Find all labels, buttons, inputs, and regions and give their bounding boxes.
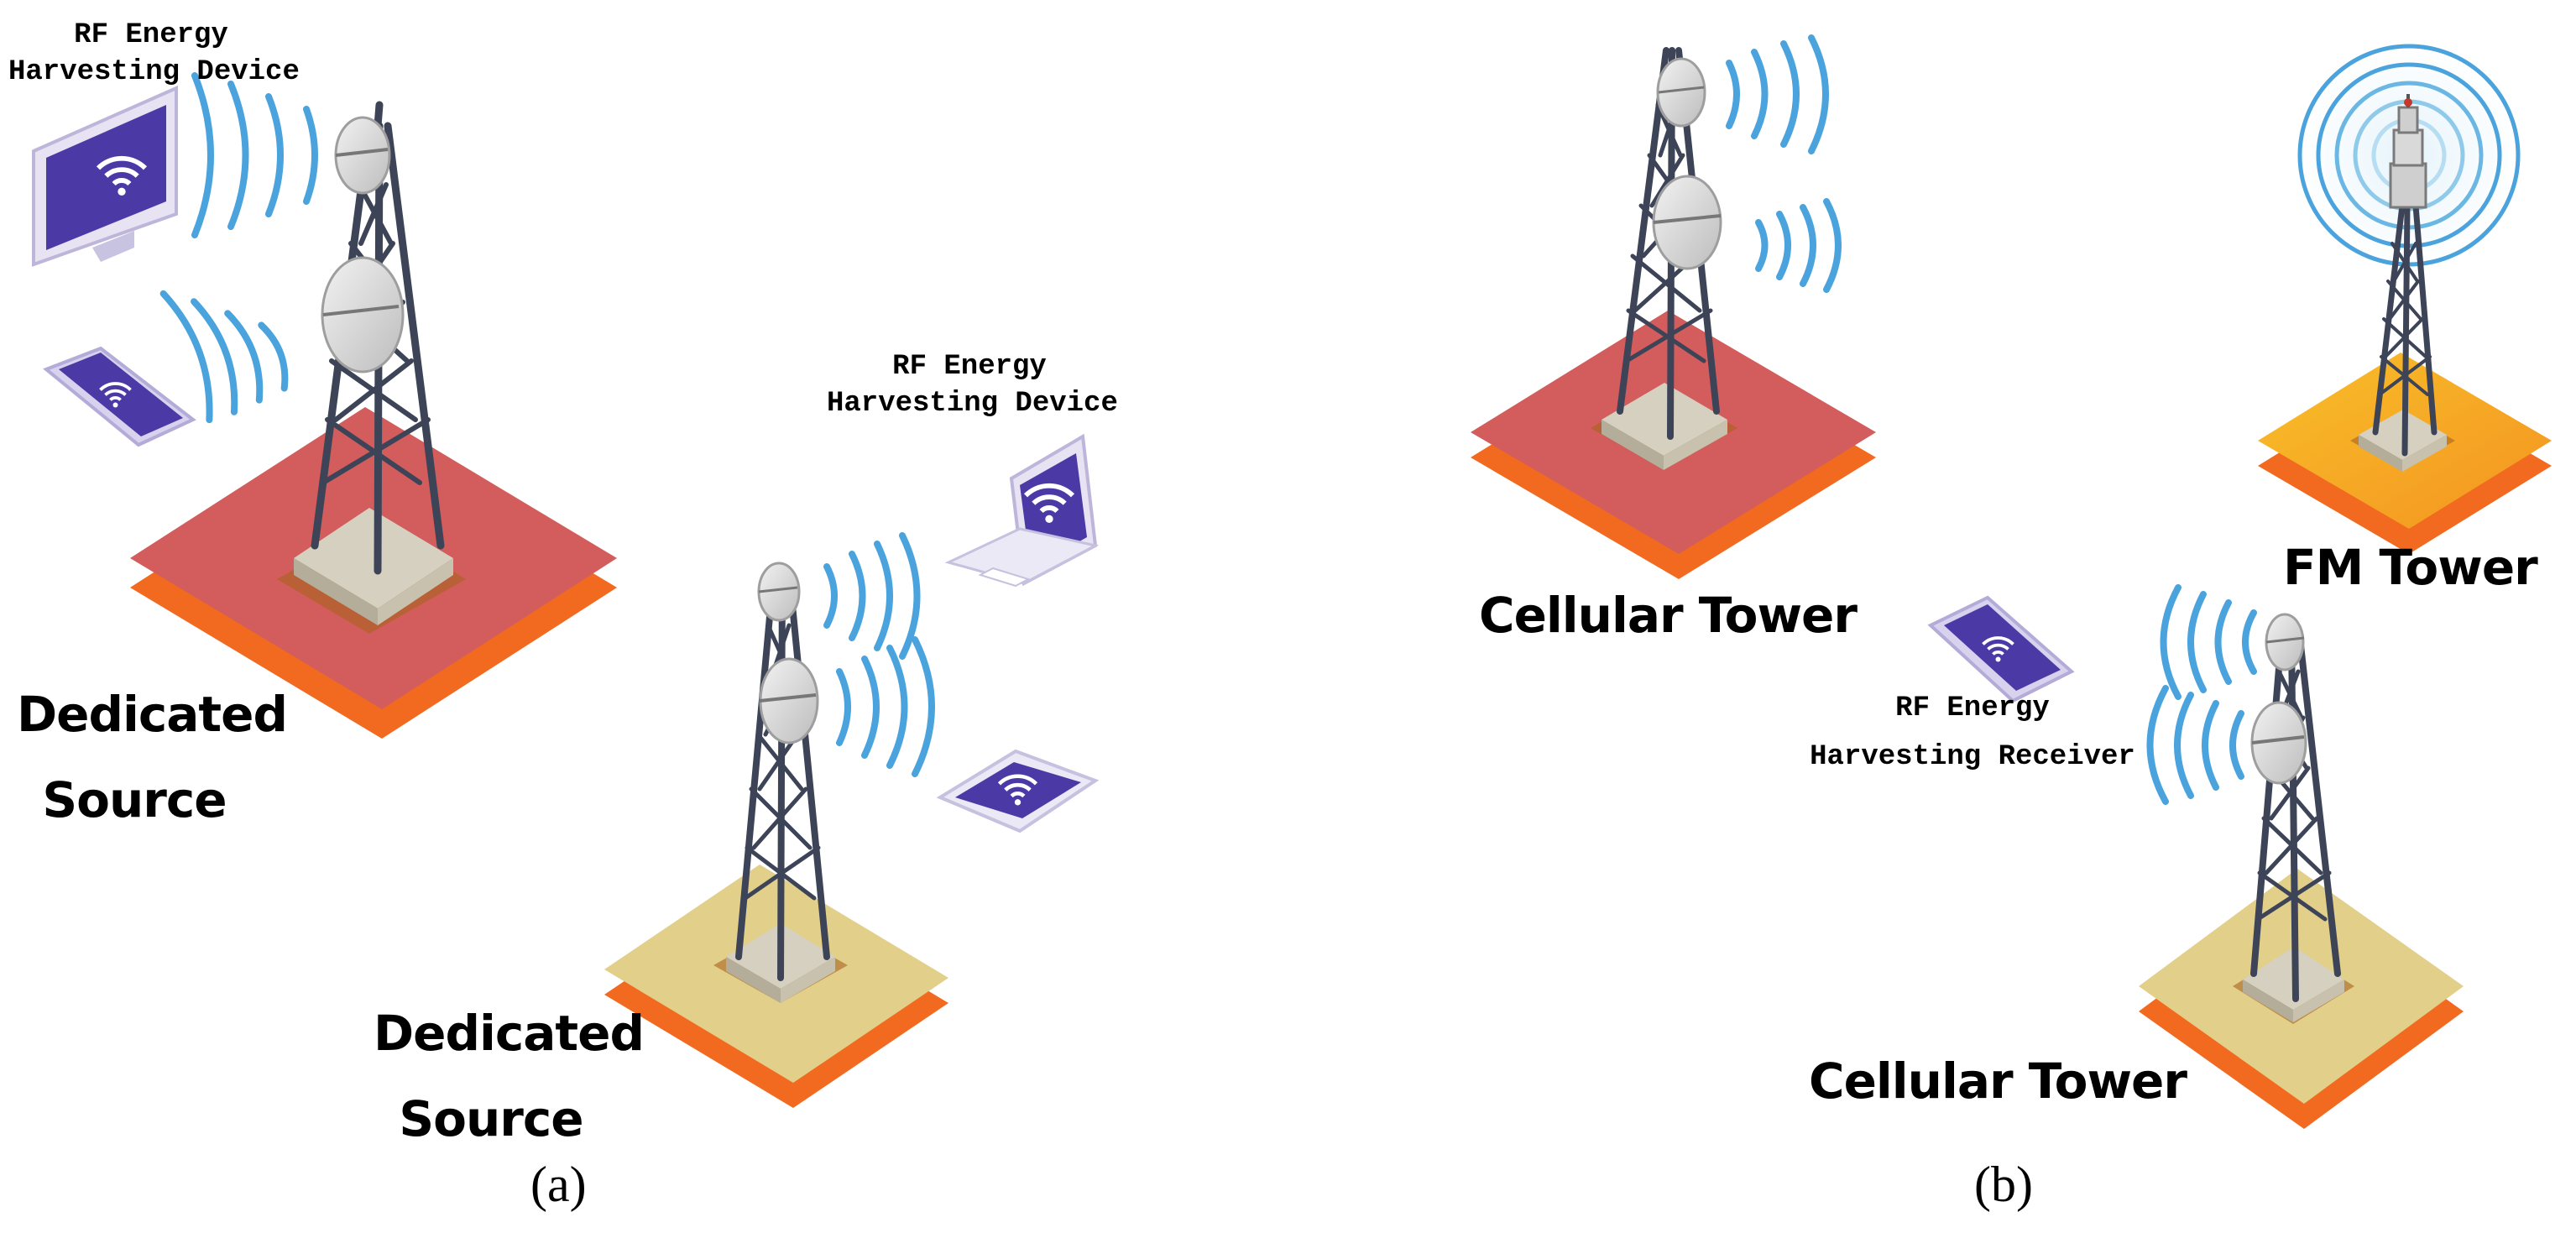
label-cellular-tower-1: Cellular Tower bbox=[1479, 587, 1858, 644]
phone-receiver-icon bbox=[1927, 595, 2075, 703]
monitor-device-icon bbox=[32, 85, 178, 267]
signal-waves-icon bbox=[191, 72, 318, 238]
signal-waves-icon bbox=[1726, 34, 1829, 154]
signal-waves-icon bbox=[1755, 198, 1842, 293]
dish-antenna-icon bbox=[2265, 613, 2305, 671]
tower-dedicated-source-2 bbox=[735, 567, 830, 981]
label-rf-harvesting-device-2: RF Energy Harvesting Device bbox=[827, 348, 1118, 422]
label-line: Dedicated bbox=[17, 686, 288, 743]
caption-b: (b) bbox=[1974, 1157, 2033, 1212]
signal-waves-icon bbox=[159, 290, 289, 424]
label-fm-tower: FM Tower bbox=[2283, 539, 2538, 596]
signal-waves-icon bbox=[836, 636, 935, 777]
tower-fm bbox=[2372, 202, 2438, 457]
phone-device-icon bbox=[43, 346, 196, 447]
laptop-device-icon bbox=[944, 433, 1100, 588]
dish-antenna-icon bbox=[2250, 701, 2307, 785]
dish-antenna-icon bbox=[757, 562, 801, 622]
label-rf-harvesting-receiver: RF Energy Harvesting Receiver bbox=[1796, 690, 2149, 776]
dish-antenna-icon bbox=[759, 657, 819, 745]
dish-antenna-icon bbox=[1652, 175, 1722, 270]
label-line: Source bbox=[399, 1090, 583, 1147]
label-dedicated-source-2: Dedicated Source bbox=[374, 990, 645, 1162]
label-rf-harvesting-device-1: RF Energy Harvesting Device bbox=[8, 17, 300, 91]
label-line: Source bbox=[42, 771, 227, 828]
tablet-device-icon bbox=[936, 749, 1100, 833]
label-line: RF Energy bbox=[74, 19, 228, 51]
label-line: Dedicated bbox=[374, 1005, 645, 1062]
fm-transmitter-icon bbox=[2389, 94, 2427, 209]
label-line: RF Energy bbox=[892, 351, 1047, 383]
label-cellular-tower-2: Cellular Tower bbox=[1809, 1053, 2187, 1110]
label-dedicated-source-1: Dedicated Source bbox=[17, 671, 288, 843]
label-line: Harvesting Receiver bbox=[1810, 741, 2135, 773]
label-line: RF Energy bbox=[1895, 692, 2050, 724]
label-line: Harvesting Device bbox=[827, 388, 1118, 420]
signal-waves-icon bbox=[2146, 685, 2244, 805]
signal-waves-icon bbox=[2160, 584, 2257, 700]
signal-waves-icon bbox=[823, 532, 921, 660]
platform-tan-b bbox=[2139, 869, 2464, 1129]
platform-red-a bbox=[130, 407, 617, 739]
label-line: Harvesting Device bbox=[8, 56, 300, 88]
caption-a: (a) bbox=[530, 1157, 587, 1212]
dish-antenna-icon bbox=[321, 256, 405, 374]
dish-antenna-icon bbox=[334, 116, 391, 195]
platform-tan-a bbox=[604, 865, 948, 1108]
dish-antenna-icon bbox=[1656, 57, 1706, 128]
